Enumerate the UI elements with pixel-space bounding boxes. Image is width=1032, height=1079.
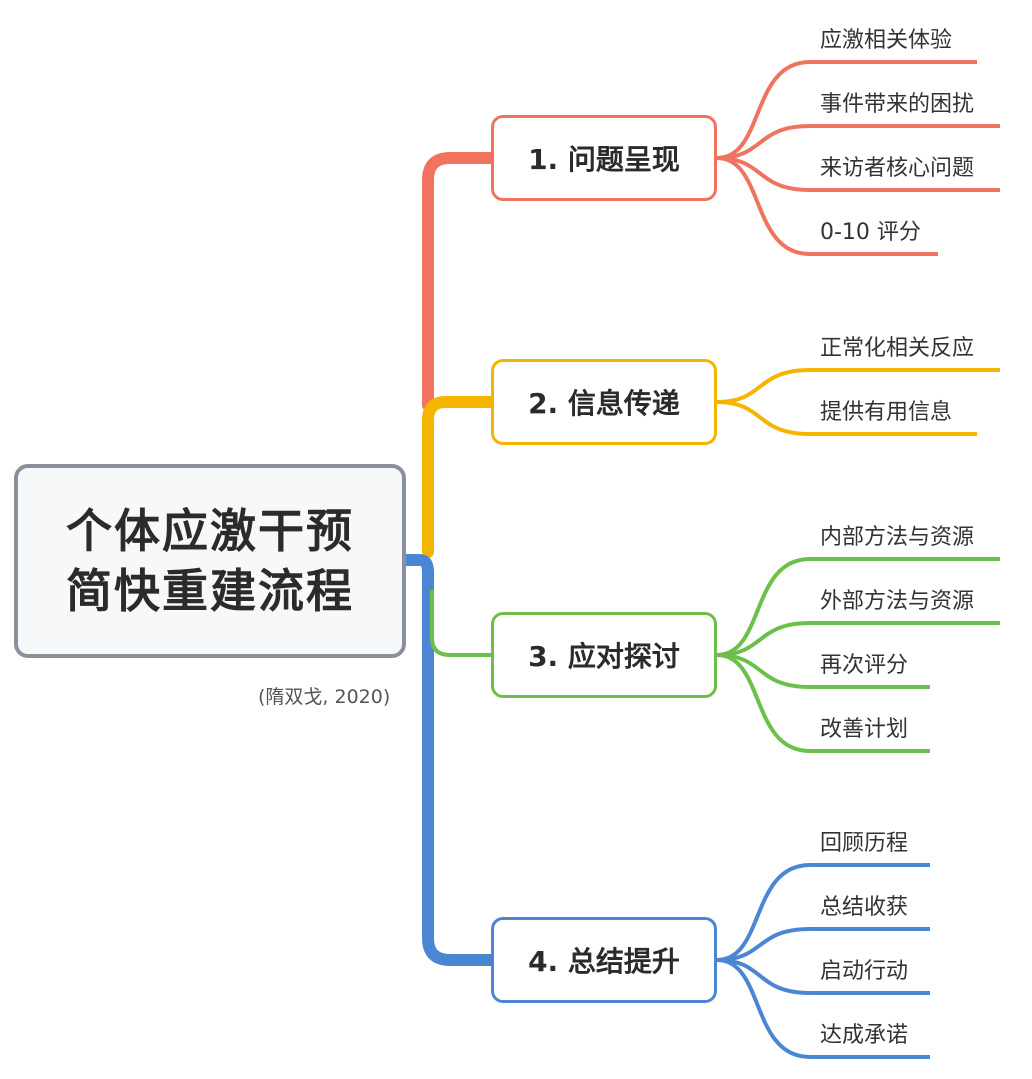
root-title-line-1: 个体应激干预 <box>66 504 354 558</box>
branch-2-leaf-connectors <box>716 368 1000 436</box>
leaf-2-1: 正常化相关反应 <box>820 336 975 361</box>
branch-node-4: 4. 总结提升 <box>491 917 717 1003</box>
leaf-4-2: 总结收获 <box>820 895 909 920</box>
leaf-4-1: 回顾历程 <box>820 831 909 856</box>
leaf-4-3: 启动行动 <box>820 959 909 984</box>
branch-3-leaf-connectors <box>716 557 1000 753</box>
root-node: 个体应激干预 简快重建流程 <box>14 464 406 658</box>
leaf-1-2: 事件带来的困扰 <box>820 92 975 117</box>
leaf-1-4: 0-10 评分 <box>820 220 921 245</box>
leaf-1-1: 应激相关体验 <box>820 28 953 53</box>
leaf-3-1: 内部方法与资源 <box>820 525 975 550</box>
branch-node-2: 2. 信息传递 <box>491 359 717 445</box>
branch-node-1: 1. 问题呈现 <box>491 115 717 201</box>
branch-4-leaf-connectors <box>716 863 930 1059</box>
trunk-segment-1 <box>422 152 497 411</box>
leaf-3-3: 再次评分 <box>820 653 909 678</box>
trunk-segment-4 <box>400 554 497 966</box>
branch-node-3: 3. 应对探讨 <box>491 612 717 698</box>
trunk-segment-3 <box>430 590 491 657</box>
branch-1-leaf-connectors <box>716 60 1000 256</box>
leaf-1-3: 来访者核心问题 <box>820 156 975 181</box>
trunk-segment-2 <box>422 396 497 558</box>
root-title-line-2: 简快重建流程 <box>66 564 354 618</box>
citation: (隋双戈, 2020) <box>258 686 391 708</box>
leaf-4-4: 达成承诺 <box>820 1023 909 1048</box>
leaf-3-4: 改善计划 <box>820 717 909 742</box>
leaf-2-2: 提供有用信息 <box>820 400 953 425</box>
leaf-3-2: 外部方法与资源 <box>820 589 975 614</box>
